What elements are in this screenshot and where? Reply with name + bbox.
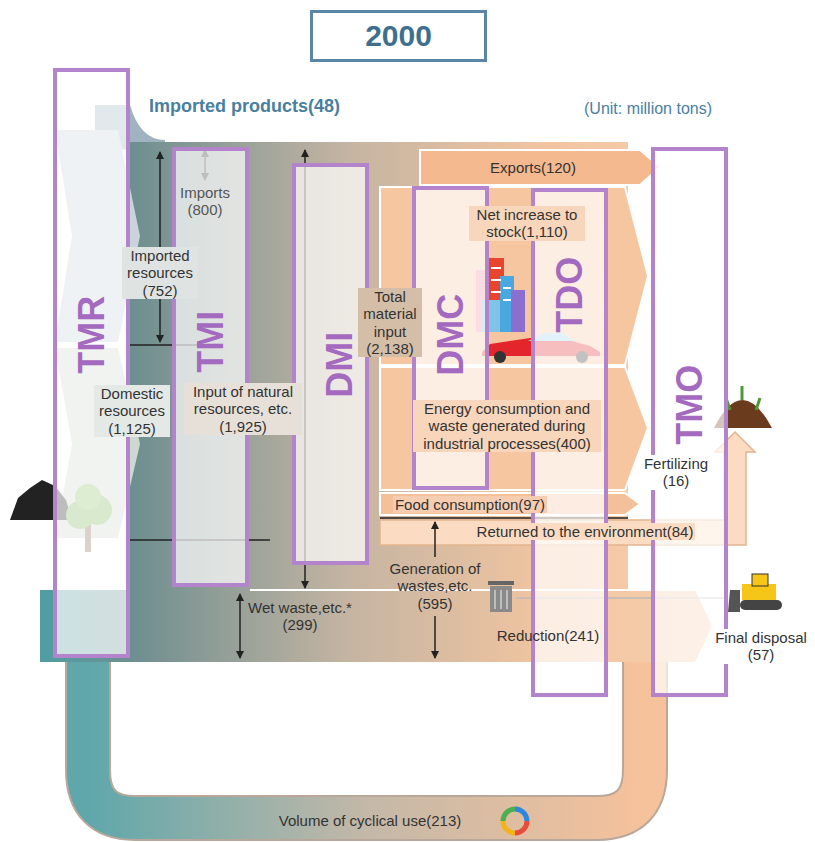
band-acronym: TDO [550,257,590,333]
band-acronym: TMR [72,296,112,374]
flow-value-label: Exports(120) [488,159,578,176]
flow-value-label: Imported resources (752) [122,247,198,299]
flow-value-label: Domestic resources (1,125) [94,385,170,437]
flow-value-label: Final disposal (57) [711,629,811,664]
flow-value-label: Food consumption(97) [393,496,547,513]
flow-value-label: Generation of wastes,etc. (595) [383,560,487,612]
flow-value-label: Wet waste,etc.* (299) [242,599,358,634]
flow-value-label: Imported products(48) [147,96,342,117]
flow-value-label: Fertilizing (16) [639,455,713,490]
flow-value-label: Energy consumption and waste generated d… [413,400,601,452]
flow-value-label: Net increase to stock(1,110) [469,206,585,241]
flow-value-label: Reduction(241) [495,627,602,644]
flow-value-label: Returned to the environment(84) [475,523,696,540]
band-acronym: DMI [320,332,360,398]
band-acronym: DMC [431,294,471,376]
measure-band-box: TMR [53,68,130,658]
flow-value-label: Imports (800) [168,184,242,219]
measure-band-box: TMO [651,147,728,697]
recycle-icon [503,809,527,833]
flow-value-label: Total material input (2,138) [358,288,422,357]
band-acronym: TMO [670,365,710,445]
bulldozer-icon [728,574,782,612]
flow-value-label: (Unit: million tons) [582,100,714,118]
band-acronym: TMI [191,311,231,373]
flow-value-label: Input of natural resources, etc. (1,925) [184,383,302,435]
measure-band-box: DMI [292,163,369,565]
main-flow-band [40,105,712,662]
flow-value-label: Volume of cyclical use(213) [277,812,464,829]
title-box: 2000 [310,10,487,62]
